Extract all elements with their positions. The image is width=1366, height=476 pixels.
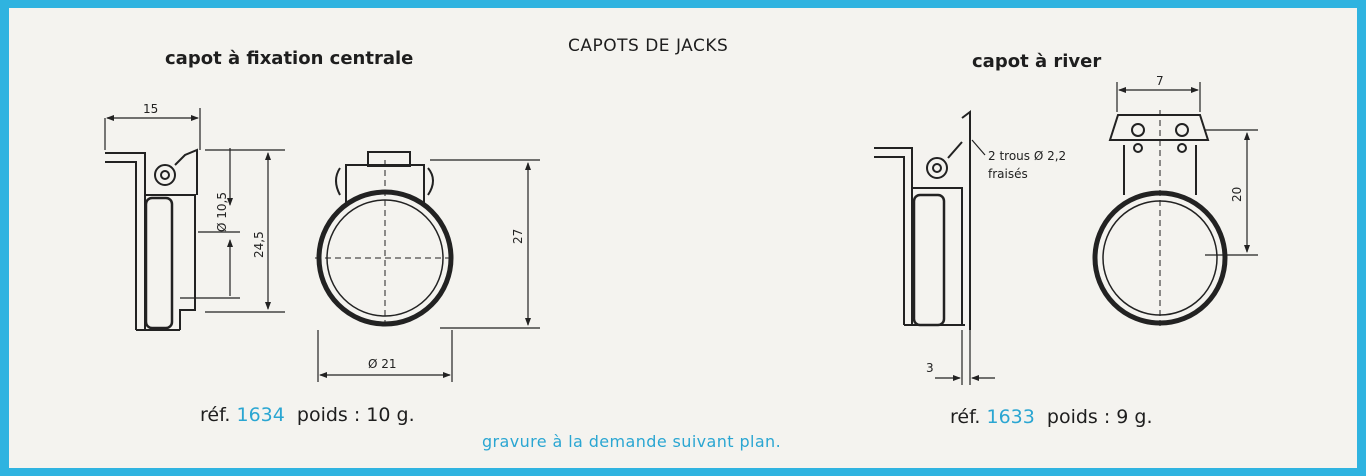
left-part-heading: capot à fixation centrale (165, 48, 414, 69)
dim-width-7: 7 (1156, 74, 1164, 88)
right-reference: réf. 1633 poids : 9 g. (950, 406, 1153, 428)
right-weight: poids : 9 g. (1046, 406, 1153, 428)
page-title: CAPOTS DE JACKS (568, 36, 729, 56)
holes-label-line2: fraisés (988, 167, 1028, 181)
catalog-sheet (9, 8, 1357, 468)
left-ref-number: 1634 (236, 404, 285, 426)
dim-height-20: 20 (1230, 187, 1244, 202)
footer-note: gravure à la demande suivant plan. (482, 432, 782, 451)
left-dimensions (104, 108, 285, 313)
dim-width-15: 15 (143, 102, 158, 116)
left-side-view (105, 148, 198, 331)
left-reference: réf. 1634 poids : 10 g. (200, 404, 415, 426)
dim-height-27: 27 (511, 229, 525, 244)
dim-height-24-5: 24,5 (252, 231, 266, 258)
left-front-view (315, 151, 455, 330)
left-ref-prefix: réf. (200, 404, 231, 426)
dim-hole-diameter: Ø 10,5 (215, 192, 229, 232)
right-side-dimensions (935, 139, 995, 385)
dim-diameter-21: Ø 21 (368, 357, 397, 371)
left-weight: poids : 10 g. (296, 404, 415, 426)
right-side-view (874, 110, 971, 330)
right-ref-prefix: réf. (950, 406, 981, 428)
right-ref-number: 1633 (986, 406, 1035, 428)
left-front-dimensions (317, 159, 540, 382)
holes-label-line1: 2 trous Ø 2,2 (988, 149, 1066, 163)
right-front-view (1092, 110, 1228, 330)
right-part-heading: capot à river (972, 51, 1102, 72)
right-front-dimensions (1116, 82, 1258, 256)
dim-thickness-3: 3 (926, 361, 934, 375)
